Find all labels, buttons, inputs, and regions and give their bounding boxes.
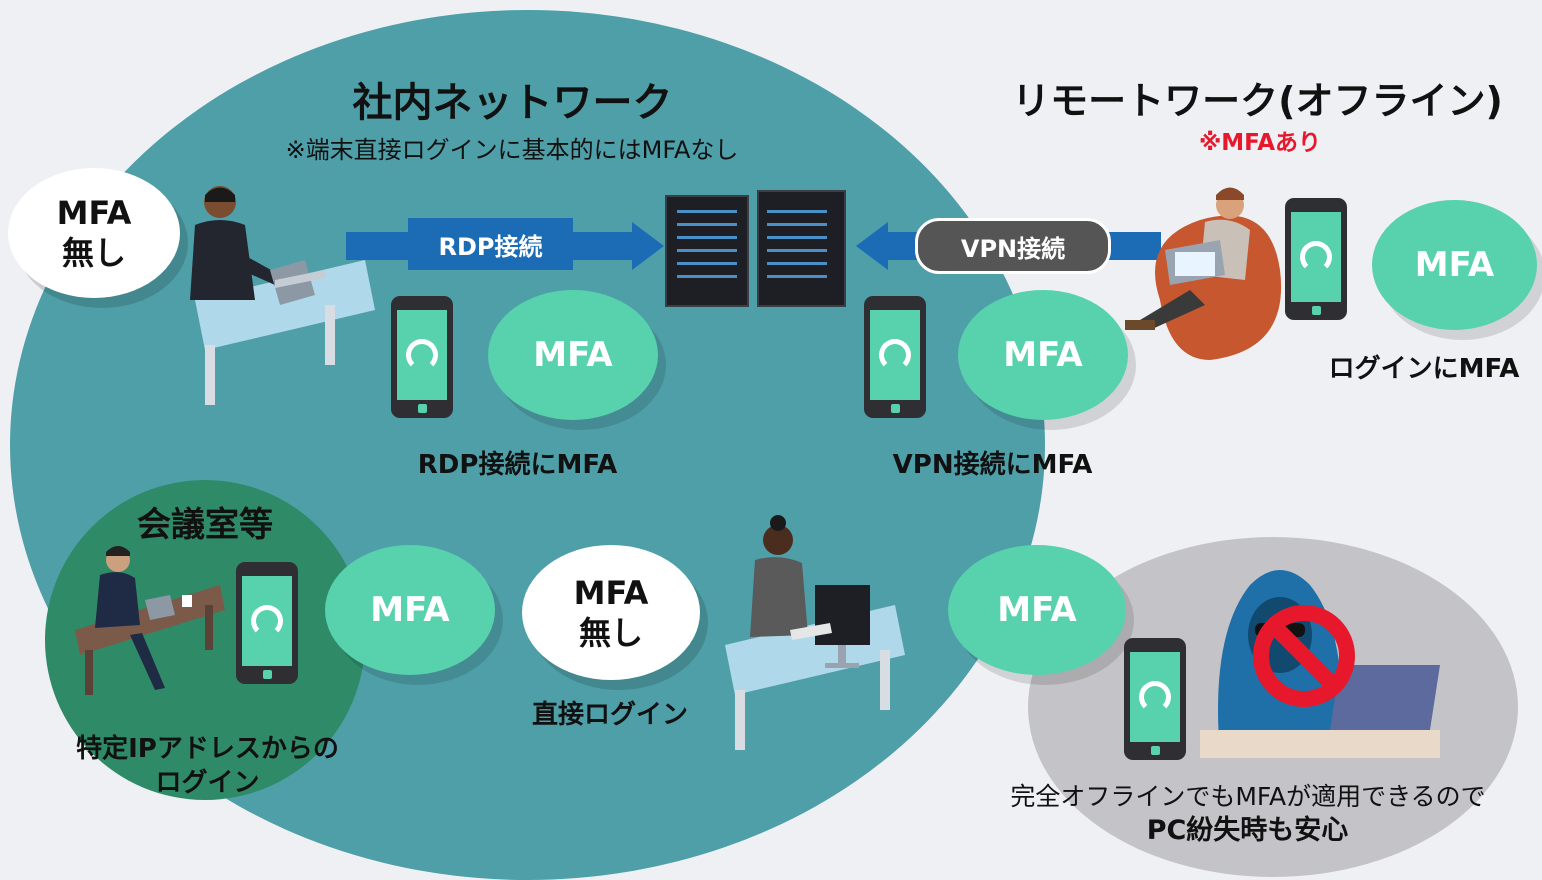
remote-smartphone [1285, 198, 1347, 320]
rdp-arrow-text: RDP接続 [438, 232, 543, 261]
remote-caption: ログインにMFA [1328, 354, 1520, 384]
office-bubble-line1: MFA [56, 194, 132, 232]
meeting-worker-illustration [75, 546, 225, 695]
remote-worker-illustration [1125, 187, 1282, 360]
remote-mfa-text: MFA [1414, 245, 1495, 285]
offline-mfa-text: MFA [997, 590, 1077, 630]
vpn-caption: VPN接続にMFA [892, 450, 1093, 480]
network-subtitle: ※端末直接ログインに基本的にはMFAなし [285, 136, 739, 164]
direct-mfa-none-bubble: MFA 無し [522, 545, 700, 680]
offline-mfa-bubble: MFA [948, 545, 1126, 675]
rdp-mfa-bubble: MFA [488, 290, 658, 420]
meeting-title: 会議室等 [137, 505, 273, 545]
rdp-arrowhead [632, 222, 664, 270]
authenticator-icon [879, 339, 911, 371]
office-mfa-none-bubble: MFA 無し [8, 168, 180, 298]
offline-caption-line2: PC紛失時も安心 [1146, 815, 1349, 846]
vpn-mfa-text: MFA [1003, 335, 1083, 375]
vpn-arrowhead [856, 222, 888, 270]
authenticator-icon [251, 605, 283, 637]
server-rack-right [757, 190, 846, 307]
meeting-caption-line1: 特定IPアドレスからの [76, 734, 339, 764]
network-title: 社内ネットワーク [352, 80, 673, 126]
direct-caption: 直接ログイン [531, 700, 688, 730]
meeting-caption-line2: ログイン [155, 768, 260, 798]
offline-smartphone [1124, 638, 1186, 760]
direct-bubble-line2: 無し [578, 613, 643, 652]
meeting-smartphone [236, 562, 298, 684]
authenticator-icon [1300, 241, 1332, 273]
authenticator-icon [406, 339, 438, 371]
rdp-mfa-text: MFA [533, 335, 613, 375]
rdp-smartphone [391, 296, 453, 418]
authenticator-icon [1139, 681, 1171, 713]
rdp-caption: RDP接続にMFA [417, 450, 618, 480]
direct-worker-illustration [725, 515, 905, 750]
office-worker-illustration [190, 186, 375, 405]
vpn-pipe-label: VPN接続 [960, 234, 1066, 263]
remote-mfa-bubble: MFA [1372, 200, 1537, 330]
remote-title: リモートワーク(オフライン) [1012, 79, 1503, 123]
vpn-mfa-bubble: MFA [958, 290, 1128, 420]
office-bubble-line2: 無し [61, 234, 126, 272]
direct-bubble-line1: MFA [573, 573, 649, 612]
remote-mfa-note: ※MFAあり [1198, 130, 1322, 156]
rdp-arrow-label: RDP接続 [408, 218, 573, 270]
vpn-pipe: VPN接続 [915, 218, 1111, 274]
prohibited-icon [1253, 605, 1355, 707]
server-lights [677, 210, 827, 278]
vpn-smartphone [864, 296, 926, 418]
meeting-mfa-text: MFA [370, 590, 450, 630]
offline-caption-line1: 完全オフラインでもMFAが適用できるので [1010, 782, 1486, 811]
meeting-mfa-bubble: MFA [325, 545, 495, 675]
